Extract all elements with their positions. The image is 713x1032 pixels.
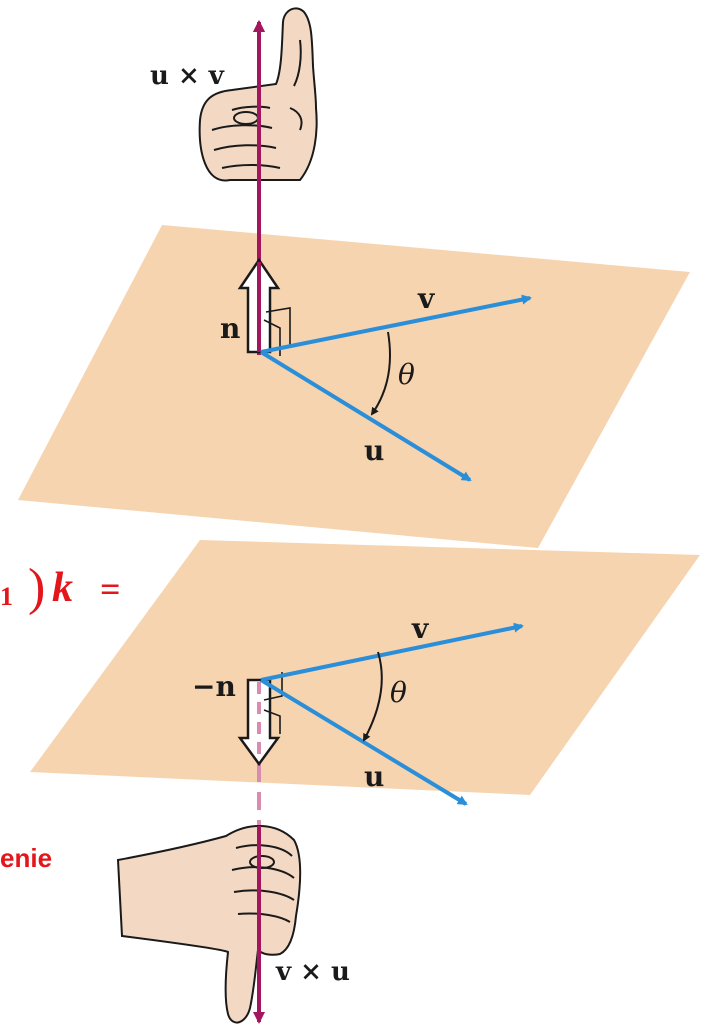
top-u-label: u [364,434,384,467]
top-angle-arc [370,331,391,416]
bottom-cross-label: v × u [275,957,350,987]
bottom-v-label: v [411,612,429,645]
top-vector-u [259,350,472,482]
top-cross-label: u × v [150,61,225,91]
formula-equals: = [100,569,121,609]
top-angle-label: θ [398,358,415,391]
bottom-vector-u [259,678,468,806]
bottom-figure: −n v u θ v × u [30,540,700,1024]
top-normal-arrow [237,257,281,354]
cropped-word-fragment: enie [0,843,53,873]
top-right-angle-mark-v [265,307,291,348]
formula-subscript: 1 [0,582,13,611]
top-figure: u × v n v u θ [18,7,690,548]
bottom-normal-label: −n [192,670,236,703]
formula-variable: k [52,565,73,611]
bottom-vector-v [260,622,524,682]
bottom-angle-label: θ [390,676,407,709]
bottom-plane [30,540,700,795]
top-v-label: v [417,282,435,315]
cropped-formula-fragment: 1 ) k = [0,560,150,620]
thumb-down-hand-icon [116,824,302,1024]
bottom-angle-arc [363,651,383,742]
top-vector-v [260,294,532,354]
top-normal-label: n [220,312,240,345]
bottom-right-angle-mark-v [263,672,283,701]
bottom-u-label: u [364,760,384,793]
bottom-normal-arrow [237,678,281,767]
formula-paren: ) [28,559,46,616]
top-plane [18,225,690,548]
bottom-right-angle-mark-u [263,709,281,734]
